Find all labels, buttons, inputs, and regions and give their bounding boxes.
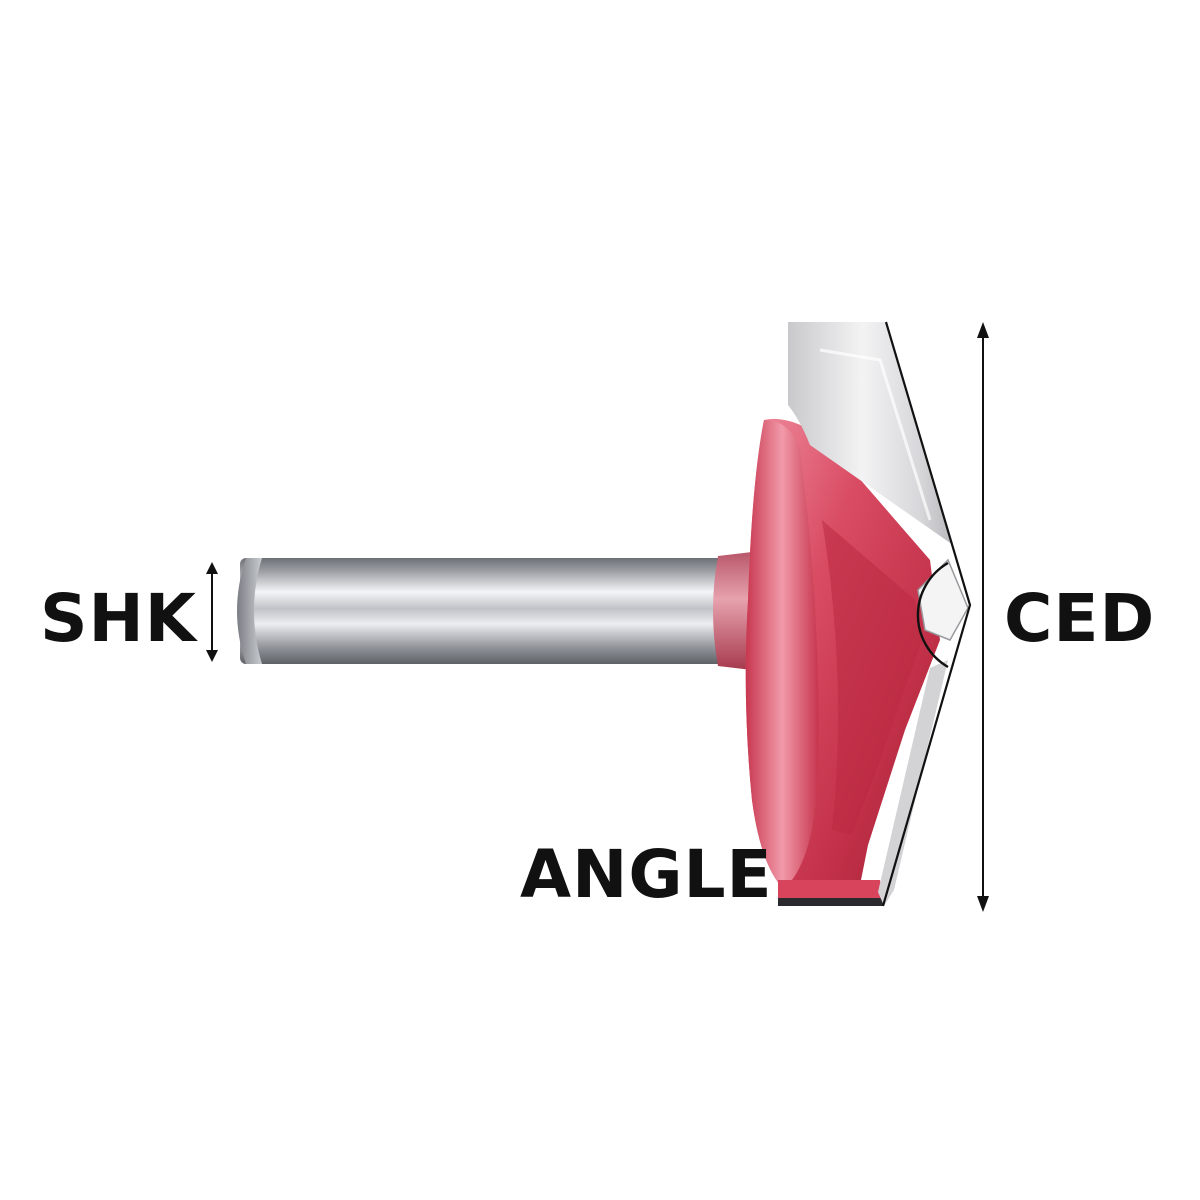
v-profile-outline (881, 321, 972, 907)
cutter-body (745, 418, 940, 906)
cutting-edge-diameter-label: CED (1004, 580, 1156, 657)
cutter-bevel (822, 520, 922, 835)
shank-cylinder (240, 558, 726, 664)
cutter-base-edge (778, 898, 884, 906)
blade-lower (878, 660, 948, 906)
double-arrow-vertical-icon (206, 562, 218, 662)
double-arrow-vertical-icon (977, 322, 989, 912)
shank (237, 558, 726, 664)
blade (788, 322, 969, 906)
cutter-rim (745, 420, 819, 885)
shank-label: SHK (40, 580, 197, 657)
arc-angle-icon (916, 561, 949, 669)
shank-end-cap (237, 558, 262, 664)
blade-upper (788, 322, 953, 545)
angle-label: ANGLE (520, 836, 773, 913)
